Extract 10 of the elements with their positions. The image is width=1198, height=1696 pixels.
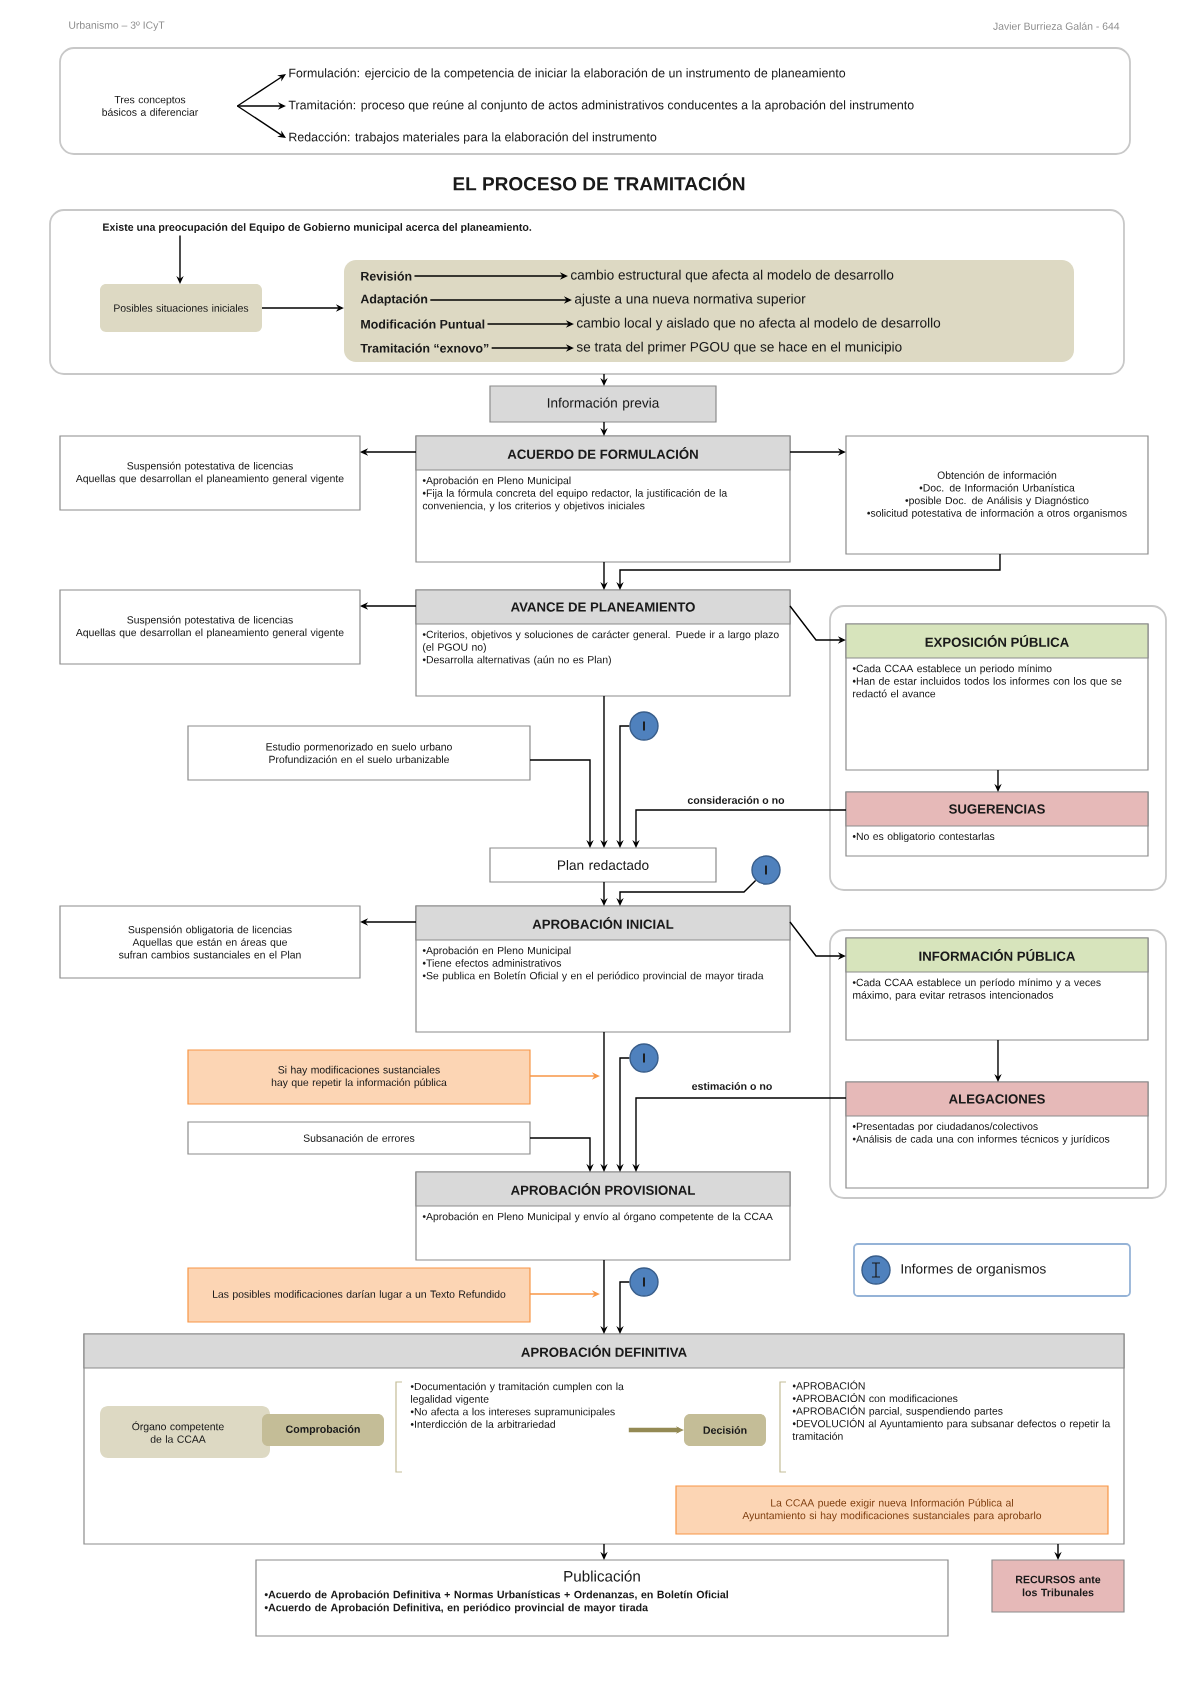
connector-arrow: [529, 1137, 594, 1172]
options-panel: [344, 260, 1074, 362]
group-frame: [59, 47, 1131, 155]
connector-arrow: [529, 759, 594, 848]
group-frame: [829, 605, 1167, 891]
connector-arrow: [236, 74, 286, 107]
title: EL PROCESO DE TRAMITACIÓN: [453, 173, 745, 191]
group-frame: [49, 209, 1125, 375]
connector-arrow: [236, 105, 286, 138]
group-frame: [829, 929, 1167, 1199]
